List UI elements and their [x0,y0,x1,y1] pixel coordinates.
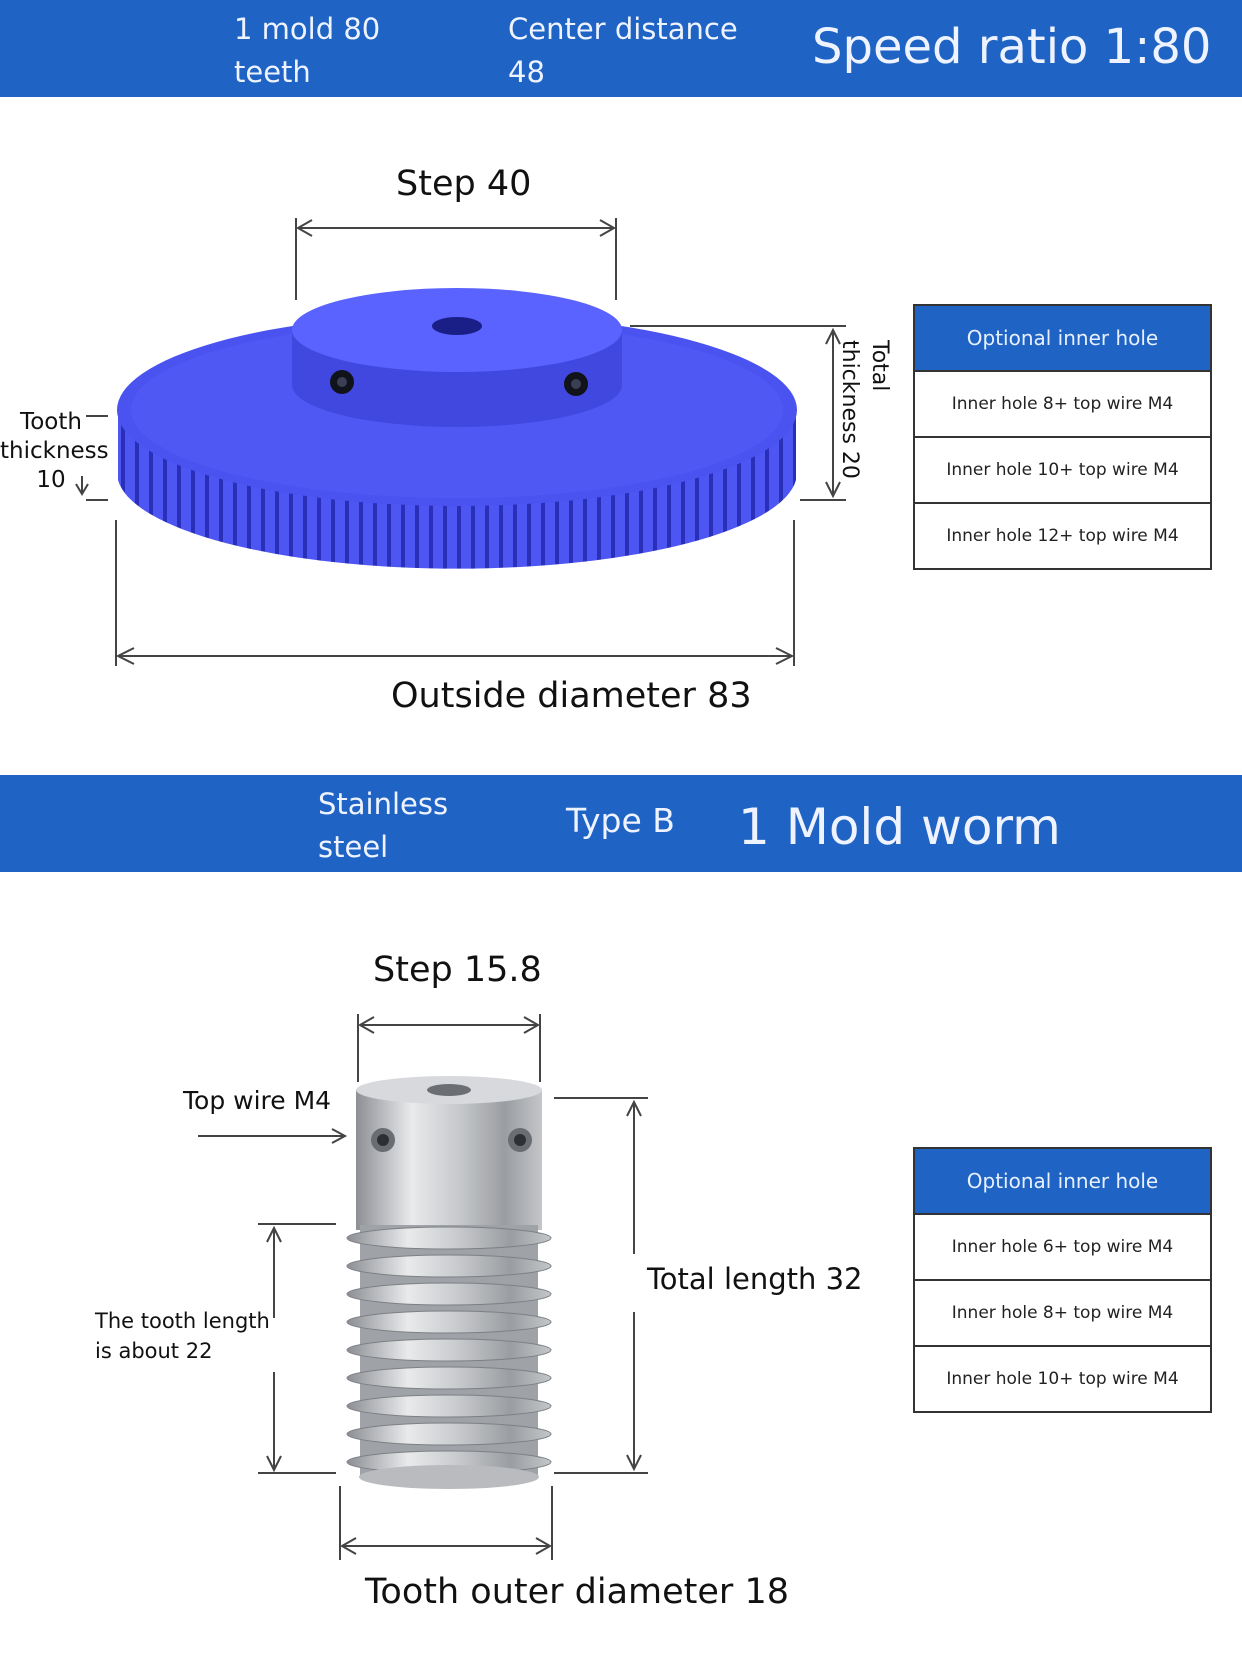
worm-inner-hole-table: Optional inner hole Inner hole 6+ top wi… [913,1147,1212,1413]
gear-dimension-lines [75,218,846,666]
total-thickness-line-2: thickness 20 [837,340,862,479]
mold-line-1: 1 mold 80 [234,12,381,46]
worm-option-row[interactable]: Inner hole 6+ top wire M4 [915,1215,1210,1281]
worm-gear-image [117,288,797,569]
worm-option-row[interactable]: Inner hole 8+ top wire M4 [915,1281,1210,1347]
worm-option-row[interactable]: Inner hole 10+ top wire M4 [946,1369,1179,1389]
worm-title: 1 Mold worm [738,798,1061,856]
gear-option-row[interactable]: Inner hole 12+ top wire M4 [946,526,1179,546]
tooth-thickness-label: Tooth thickness 10 [0,408,109,495]
gear-step-label: Step 40 [396,164,532,204]
center-line-2: 48 [508,55,545,89]
mold-line-2: teeth [234,55,311,89]
center-line-1: Center distance [508,12,738,46]
tooth-thickness-line-3: 10 [36,467,66,493]
total-thickness-line-1: Total [867,340,892,392]
worm-thread [346,1282,552,1306]
material-text: Stainless steel [318,783,518,869]
material-line-1: Stainless [318,787,449,821]
material-line-2: steel [318,830,389,864]
worm-dimension-lines [198,1014,648,1560]
gear-options-header: Optional inner hole [915,306,1210,372]
gear-inner-hole-table: Optional inner hole Inner hole 8+ top wi… [913,304,1212,570]
worm-thread [346,1394,552,1418]
type-text: Type B [566,801,675,840]
center-distance-text: Center distance 48 [508,8,758,94]
speed-ratio-title: Speed ratio 1:80 [812,19,1212,75]
tooth-length-line-1: The tooth length [95,1309,270,1333]
worm-step-label: Step 15.8 [373,950,542,990]
top-banner: 1 mold 80 teeth Center distance 48 Speed… [0,0,1242,97]
worm-thread [346,1422,552,1446]
tooth-length-label: The tooth length is about 22 [95,1306,270,1366]
outside-diameter-label: Outside diameter 83 [391,676,752,716]
gear-option-row[interactable]: Inner hole 8+ top wire M4 [915,372,1210,438]
tooth-thickness-line-2: thickness [0,438,109,464]
worm-thread [346,1338,552,1362]
tooth-outer-diameter-label: Tooth outer diameter 18 [365,1572,789,1612]
worm-thread [346,1254,552,1278]
worm-thread [346,1366,552,1390]
total-thickness-label: Total thickness 20 [834,340,894,479]
bottom-banner: Stainless steel Type B 1 Mold worm [0,775,1242,872]
total-length-label: Total length 32 [647,1262,863,1296]
worm-shaft-image [346,1076,552,1489]
tooth-length-line-2: is about 22 [95,1339,213,1363]
worm-thread [346,1226,552,1250]
top-wire-label: Top wire M4 [183,1086,332,1115]
gear-option-row[interactable]: Inner hole 10+ top wire M4 [915,438,1210,504]
worm-options-header: Optional inner hole [915,1149,1210,1215]
mold-teeth-text: 1 mold 80 teeth [234,8,484,94]
tooth-thickness-line-1: Tooth [20,409,82,435]
worm-thread [346,1310,552,1334]
